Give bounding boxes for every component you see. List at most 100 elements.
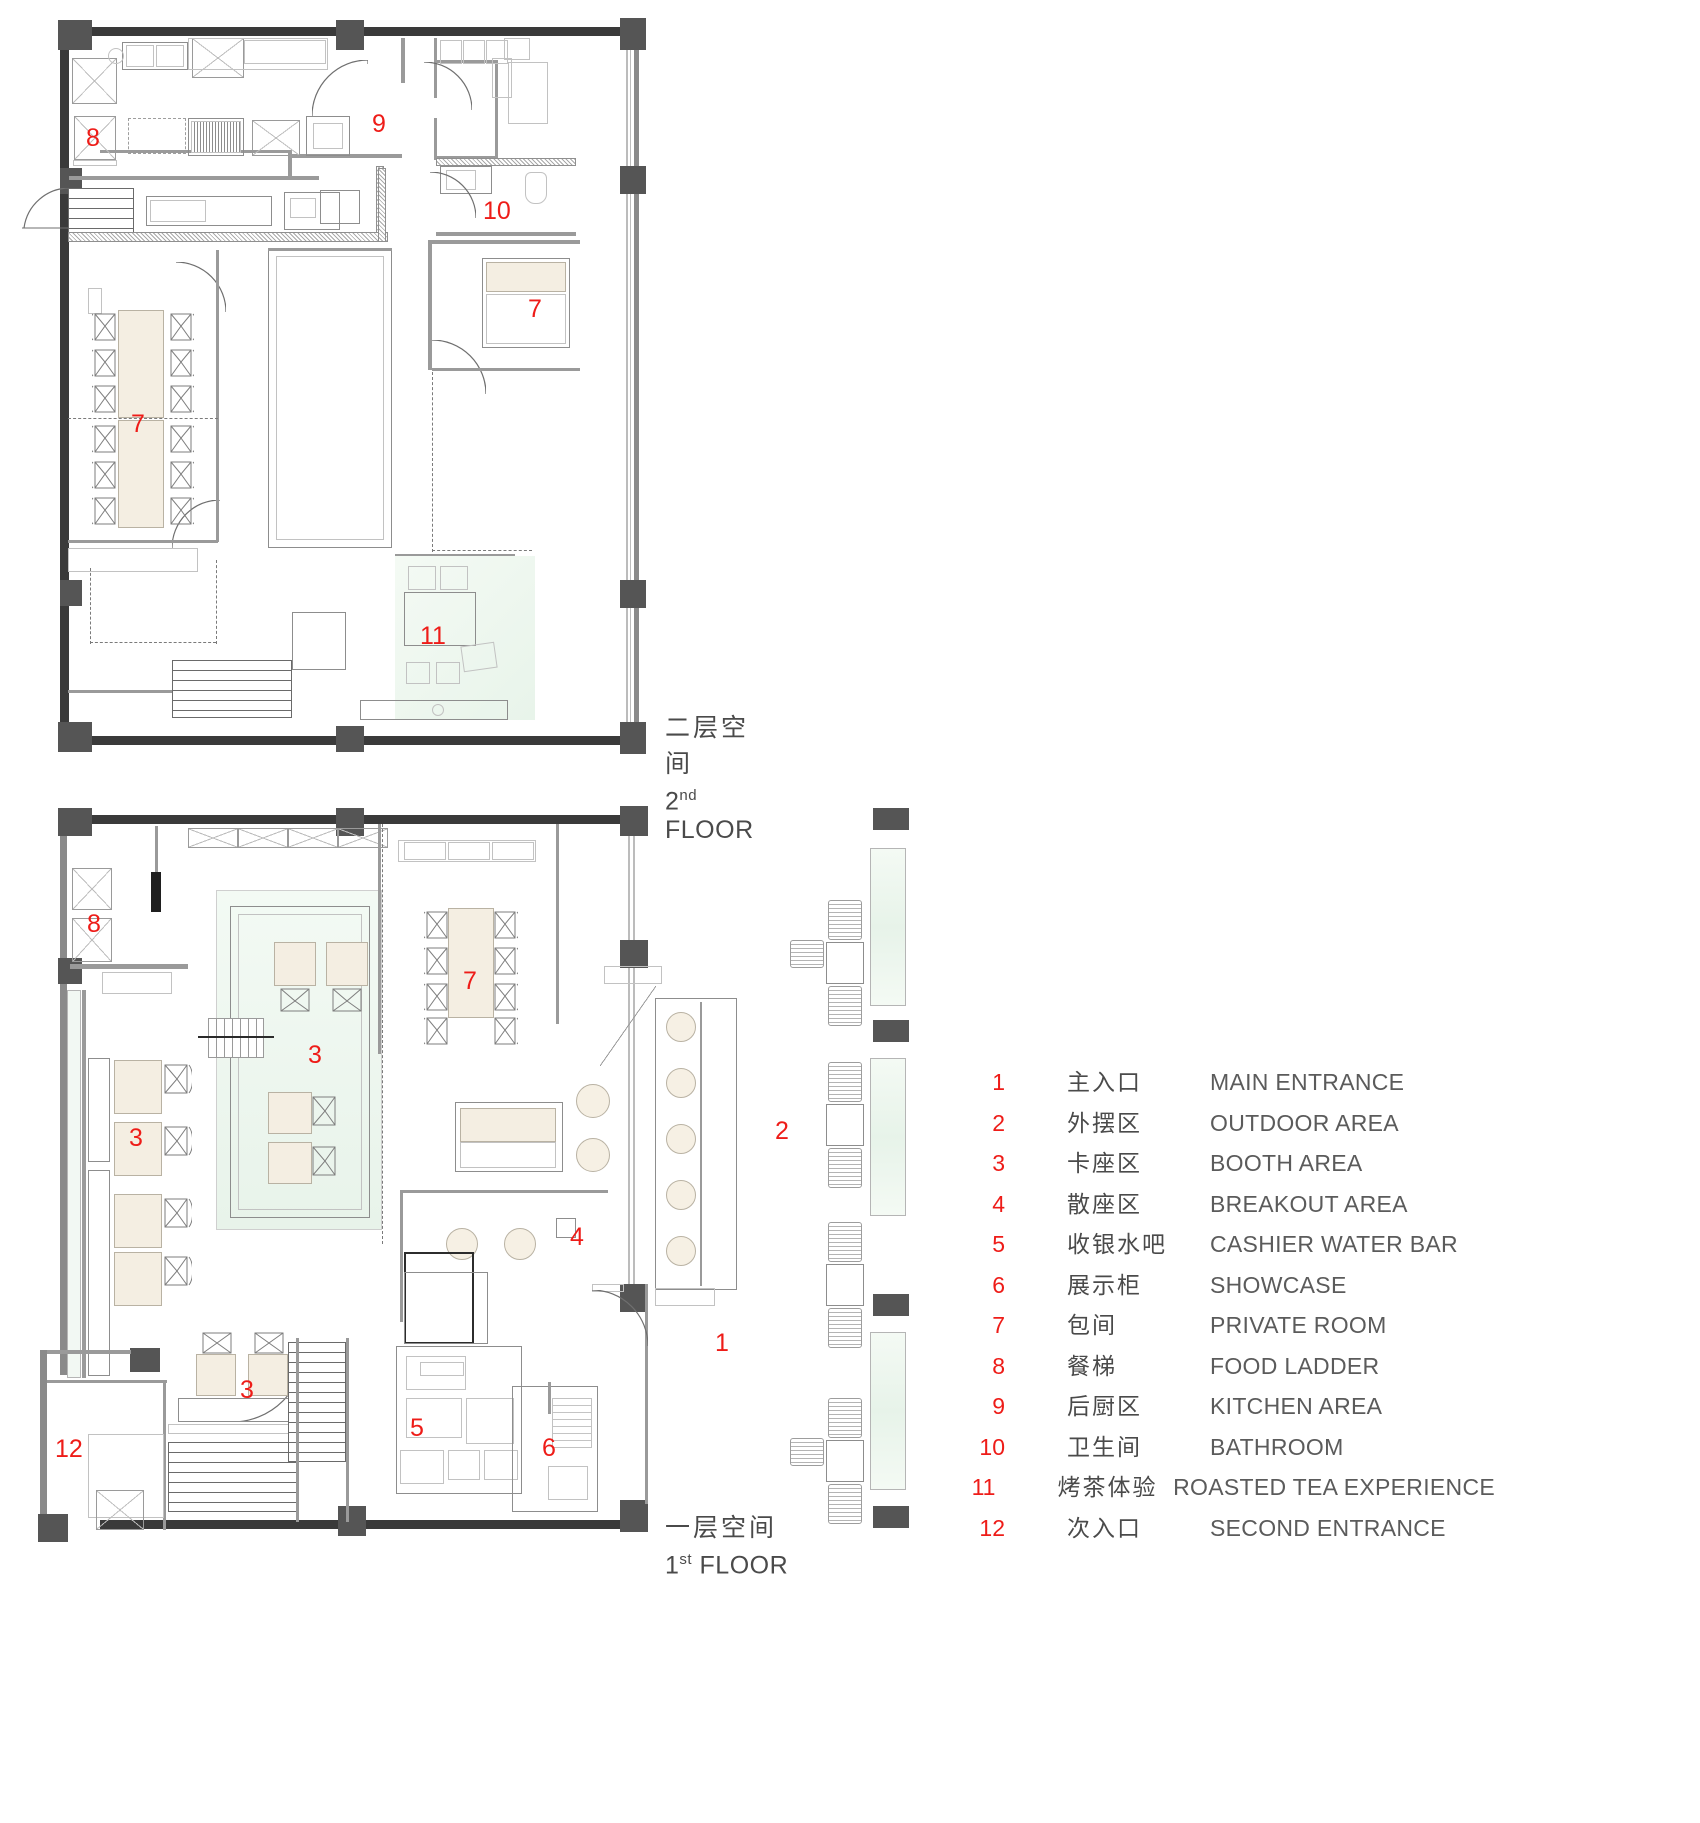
guide-dashed-right <box>432 372 433 552</box>
wash-basin <box>504 38 530 60</box>
vip-room-table <box>486 262 566 292</box>
kitchen-partition-h2 <box>437 60 497 63</box>
chair <box>252 1330 286 1358</box>
vip-room-wall-top <box>428 240 580 244</box>
tea-zone-background <box>395 556 535 720</box>
breakout-round-table <box>504 1228 536 1260</box>
wall-light-fixture <box>151 872 161 912</box>
door-swing-main-entrance <box>592 1290 648 1346</box>
tea-lounge-chair <box>460 641 498 673</box>
stair-landing <box>292 612 346 670</box>
outdoor-chair-side <box>790 940 824 968</box>
legend-label-cn: 包间 <box>1067 1312 1117 1338</box>
private-room-credenza-seg <box>404 842 446 860</box>
outdoor-chair-side <box>790 1438 824 1466</box>
cashier-equip-e <box>448 1450 480 1480</box>
column <box>336 726 364 752</box>
food-lift <box>74 116 116 160</box>
column <box>130 1348 160 1372</box>
outdoor-planter <box>870 848 906 1006</box>
kitchen-partition-left <box>69 176 319 180</box>
wall-right <box>634 27 639 745</box>
private-room-table-upper <box>118 310 164 418</box>
legend-row: 11 烤茶体验 ROASTED TEA EXPERIENCE <box>955 1468 1495 1509</box>
legend-number: 6 <box>992 1271 1005 1298</box>
column <box>620 1284 648 1312</box>
chair <box>92 384 118 414</box>
atrium-edge <box>268 248 392 251</box>
legend-label-cn: 烤茶体验 <box>1057 1474 1158 1500</box>
plan-marker-1: 1 <box>715 1329 729 1357</box>
lower-staircase <box>168 1442 298 1512</box>
chair <box>162 1196 192 1230</box>
legend-label-cn: 主入口 <box>1067 1069 1142 1095</box>
kitchen-partition-vert <box>401 38 405 83</box>
legend-label-cn: 散座区 <box>1067 1190 1142 1217</box>
chair <box>168 424 194 454</box>
chair <box>168 384 194 414</box>
outdoor-chair <box>828 1484 862 1524</box>
kitchen-stove <box>188 118 244 156</box>
food-lift <box>72 918 112 962</box>
legend-label-en: CASHIER WATER BAR <box>1210 1231 1458 1257</box>
top-shelf-seg-d <box>338 828 388 848</box>
tea-table-main <box>404 592 476 646</box>
kitchen-oven-inner <box>313 123 343 149</box>
breakout-round-table <box>576 1138 610 1172</box>
column <box>620 722 646 754</box>
chair <box>424 1016 450 1046</box>
second-entrance-screen <box>96 1490 144 1530</box>
bathroom-wall-top <box>436 158 576 166</box>
tea-bench <box>360 700 508 720</box>
cashier-burner-row <box>420 1362 464 1376</box>
private-room-table <box>448 908 494 1018</box>
tea-stool-a <box>408 566 436 590</box>
outdoor-marker-block <box>873 1020 909 1042</box>
tea-stool-c <box>406 662 430 684</box>
lower-booth-table <box>248 1354 288 1396</box>
legend-row: 1 主入口 MAIN ENTRANCE <box>955 1063 1495 1104</box>
private-room-wall-right <box>556 824 559 1024</box>
guide-dashed-bottom <box>432 550 532 551</box>
outdoor-table <box>826 942 864 984</box>
top-shelf-seg-b <box>238 828 288 848</box>
chair <box>310 1144 340 1178</box>
private-room-credenza <box>398 840 536 862</box>
legend-row: 6 展示柜 SHOWCASE <box>955 1266 1495 1307</box>
second-floor-plan: 8 9 10 7 7 11 二层空间 2nd FLOOR <box>0 0 753 844</box>
service-counter <box>146 196 272 226</box>
prep-station-sink <box>290 198 316 218</box>
legend-row: 5 收银水吧 CASHIER WATER BAR <box>955 1225 1495 1266</box>
room-divider-dash <box>68 418 218 419</box>
guide-left-dash <box>90 568 91 644</box>
door-swing-vip7 <box>432 340 486 394</box>
chair <box>92 496 118 526</box>
column <box>58 20 92 50</box>
guide-left-dash-2 <box>216 560 217 644</box>
kitchen-equipment-2 <box>252 120 300 156</box>
chair <box>492 1016 518 1046</box>
legend-row: 4 散座区 BREAKOUT AREA <box>955 1185 1495 1226</box>
legend-number: 10 <box>979 1433 1005 1460</box>
cashier-equip-a <box>406 1356 466 1390</box>
booth-table <box>114 1122 162 1176</box>
bar-counter-right <box>655 998 737 1290</box>
chair <box>168 460 194 490</box>
cashier-bar-back <box>404 1272 488 1344</box>
legend-label-en: PRIVATE ROOM <box>1210 1312 1387 1338</box>
booth-block-inner <box>238 914 362 1210</box>
chair <box>492 982 518 1012</box>
chair <box>492 910 518 940</box>
plan-marker-2: 2 <box>775 1117 789 1145</box>
column <box>338 1506 366 1536</box>
kitchen-partition-vert4 <box>495 60 498 160</box>
first-floor-plan: 8 7 3 2 3 4 1 3 5 6 12 一层空间 1st FLOOR <box>0 790 960 1823</box>
floor-band <box>68 232 388 242</box>
vip-room-seating <box>486 294 566 344</box>
legend-label-en: MAIN ENTRANCE <box>1210 1069 1405 1095</box>
burner-grid <box>191 121 241 153</box>
lower-booth-table <box>196 1354 236 1396</box>
internal-stair <box>208 1018 264 1058</box>
showcase-cabinet <box>512 1386 598 1512</box>
kitchen-prep-top <box>244 40 326 64</box>
